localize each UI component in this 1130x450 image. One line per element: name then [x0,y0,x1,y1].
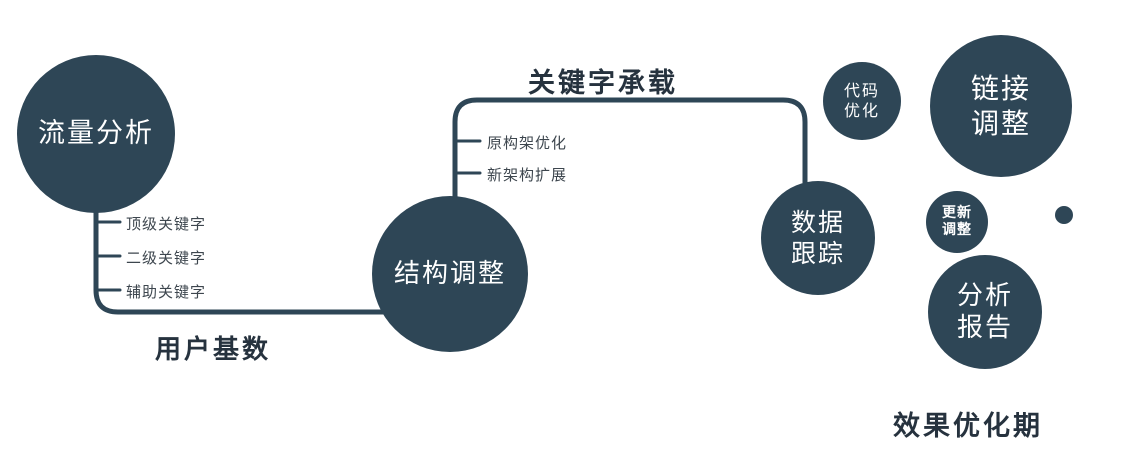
node-link-adjustment-line2: 调整 [970,107,1031,140]
caption-effect-optimization-period: 效果优化期 [893,411,1043,442]
branch-label-second-keywords: 二级关键字 [126,249,207,267]
branch-label-new-arch: 新架构扩展 [487,166,568,184]
node-update-adjustment-line1: 更新 [942,204,972,221]
node-analysis-report-line2: 报告 [956,313,1013,343]
connector-structure-to-data [452,97,808,201]
node-code-optimization: 代码 优化 [823,62,901,140]
bullet-dot [1055,206,1073,224]
branch-label-aux-keywords: 辅助关键字 [126,283,207,301]
node-update-adjustment: 更新 调整 [926,191,988,253]
node-structure-adjustment-label: 结构调整 [393,258,506,289]
node-traffic-analysis-label: 流量分析 [38,118,154,150]
node-code-optimization-line1: 代码 [843,81,880,100]
node-data-tracking-line1: 数据 [790,207,845,237]
node-update-adjustment-line2: 调整 [942,222,972,238]
branch-label-top-keywords: 顶级关键字 [126,215,207,233]
branch-label-original-arch: 原构架优化 [487,134,568,152]
node-structure-adjustment: 结构调整 [372,196,528,352]
node-link-adjustment-line1: 链接 [970,72,1031,105]
edge-label-user-base: 用户基数 [155,335,272,365]
node-code-optimization-line2: 优化 [843,101,880,120]
edge-label-keyword-load: 关键字承载 [528,68,678,99]
node-analysis-report: 分析 报告 [928,255,1042,369]
node-data-tracking-line2: 跟踪 [790,239,845,268]
node-traffic-analysis: 流量分析 [17,55,175,213]
node-data-tracking: 数据 跟踪 [761,181,875,295]
node-analysis-report-line1: 分析 [956,280,1013,311]
node-link-adjustment: 链接 调整 [930,35,1072,177]
